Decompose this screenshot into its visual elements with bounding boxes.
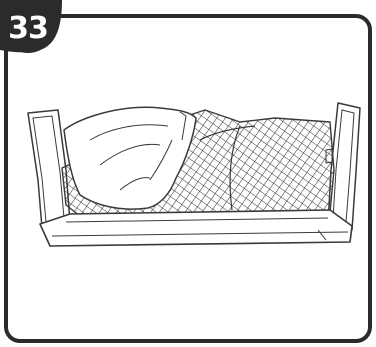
playard-illustration [28,103,360,246]
base-tray [40,210,352,246]
step-number: 33 [8,11,48,46]
